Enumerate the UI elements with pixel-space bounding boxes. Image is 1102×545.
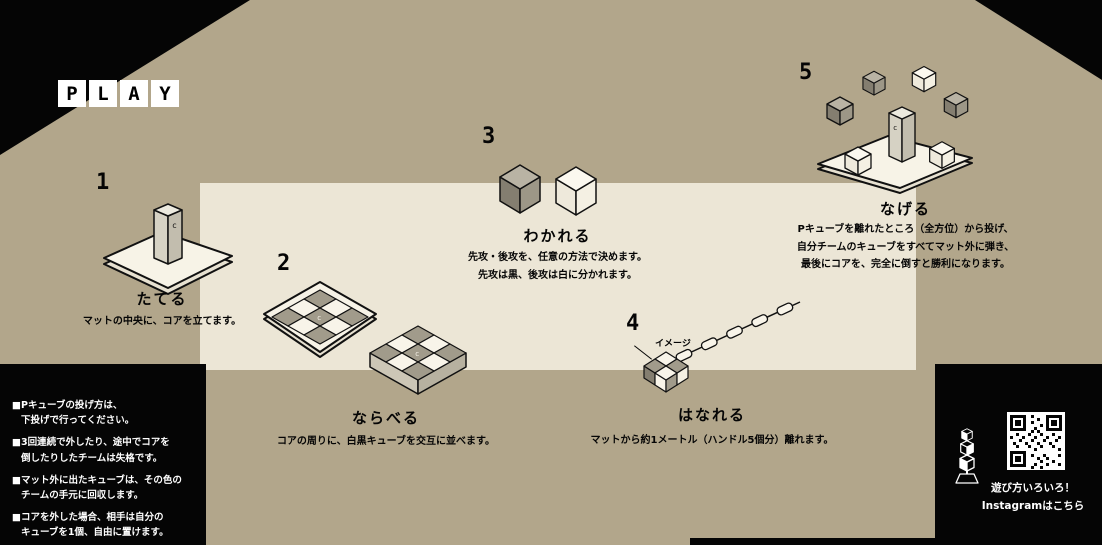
step2-cube-trays-illustration: c c	[263, 281, 467, 395]
rule-item-missed-core: ■コアを外した場合、相手は自分の キューブを1個、自由に置けます。	[12, 512, 169, 539]
rule-item-disqualification: ■3回連続で外したり、途中でコアを 倒したりしたチームは失格です。	[12, 437, 170, 464]
bottom-black-strip	[690, 538, 936, 545]
step2-description: コアの周りに、白黒キューブを交互に並べます。	[276, 436, 496, 447]
qr-code	[1007, 412, 1065, 470]
step4-description: マットから約1メートル（ハンドル5個分）離れます。	[590, 435, 834, 446]
rule-item-recovered-cubes: ■マット外に出たキューブは、その色の チームの手元に回収します。	[12, 474, 182, 501]
step3-label: わかれる	[523, 227, 592, 245]
step2-label: ならべる	[351, 409, 420, 427]
step5-label: なげる	[879, 200, 931, 218]
social-box: 遊び方いろいろ！ Instagramはこちら	[935, 364, 1102, 545]
step5-description: Pキューブを離れたところ（全方位）から投げ、 自分チームのキューブをすべてマット…	[796, 224, 1015, 270]
step4-label: はなれる	[677, 406, 746, 424]
step2-number: 2	[277, 251, 291, 276]
play-title: P L A Y	[58, 80, 179, 107]
play-letter-y: Y	[151, 80, 179, 107]
cube-tower-icon	[955, 428, 979, 484]
core-mark: c	[893, 124, 897, 132]
step3-description: 先攻・後攻を、任意の方法で決めます。 先攻は黒、後攻は白に分かれます。	[468, 252, 647, 281]
step4-cube-with-handles-illustration	[643, 301, 801, 393]
step5-throwing-cubes-illustration: c	[817, 65, 973, 194]
step1-number: 1	[96, 170, 110, 195]
step4-number: 4	[626, 311, 640, 336]
rule-item-throwing: ■Pキューブの投げ方は、 下投げで行ってください。	[12, 400, 135, 427]
rules-box: ■Pキューブの投げ方は、 下投げで行ってください。 ■3回連続で外したり、途中で…	[0, 364, 206, 545]
core-mark: c	[415, 350, 419, 358]
play-letter-p: P	[58, 80, 86, 107]
black-corner-top-right	[975, 0, 1102, 80]
step3-number: 3	[482, 124, 496, 149]
step1-description: マットの中央に、コアを立てます。	[82, 316, 242, 327]
step5-number: 5	[799, 60, 813, 85]
black-corner-top-left	[0, 0, 250, 155]
play-letter-a: A	[120, 80, 148, 107]
core-mark: c	[317, 314, 321, 322]
play-letter-l: L	[89, 80, 117, 107]
step3-two-dice-illustration	[499, 164, 597, 216]
instagram-caption: 遊び方いろいろ！ Instagramはこちら	[981, 482, 1085, 512]
step1-label: たてる	[136, 290, 188, 308]
step1-core-on-mat-illustration: c	[103, 203, 233, 295]
step4-annotation: イメージ	[655, 339, 691, 349]
core-mark: c	[172, 221, 177, 230]
